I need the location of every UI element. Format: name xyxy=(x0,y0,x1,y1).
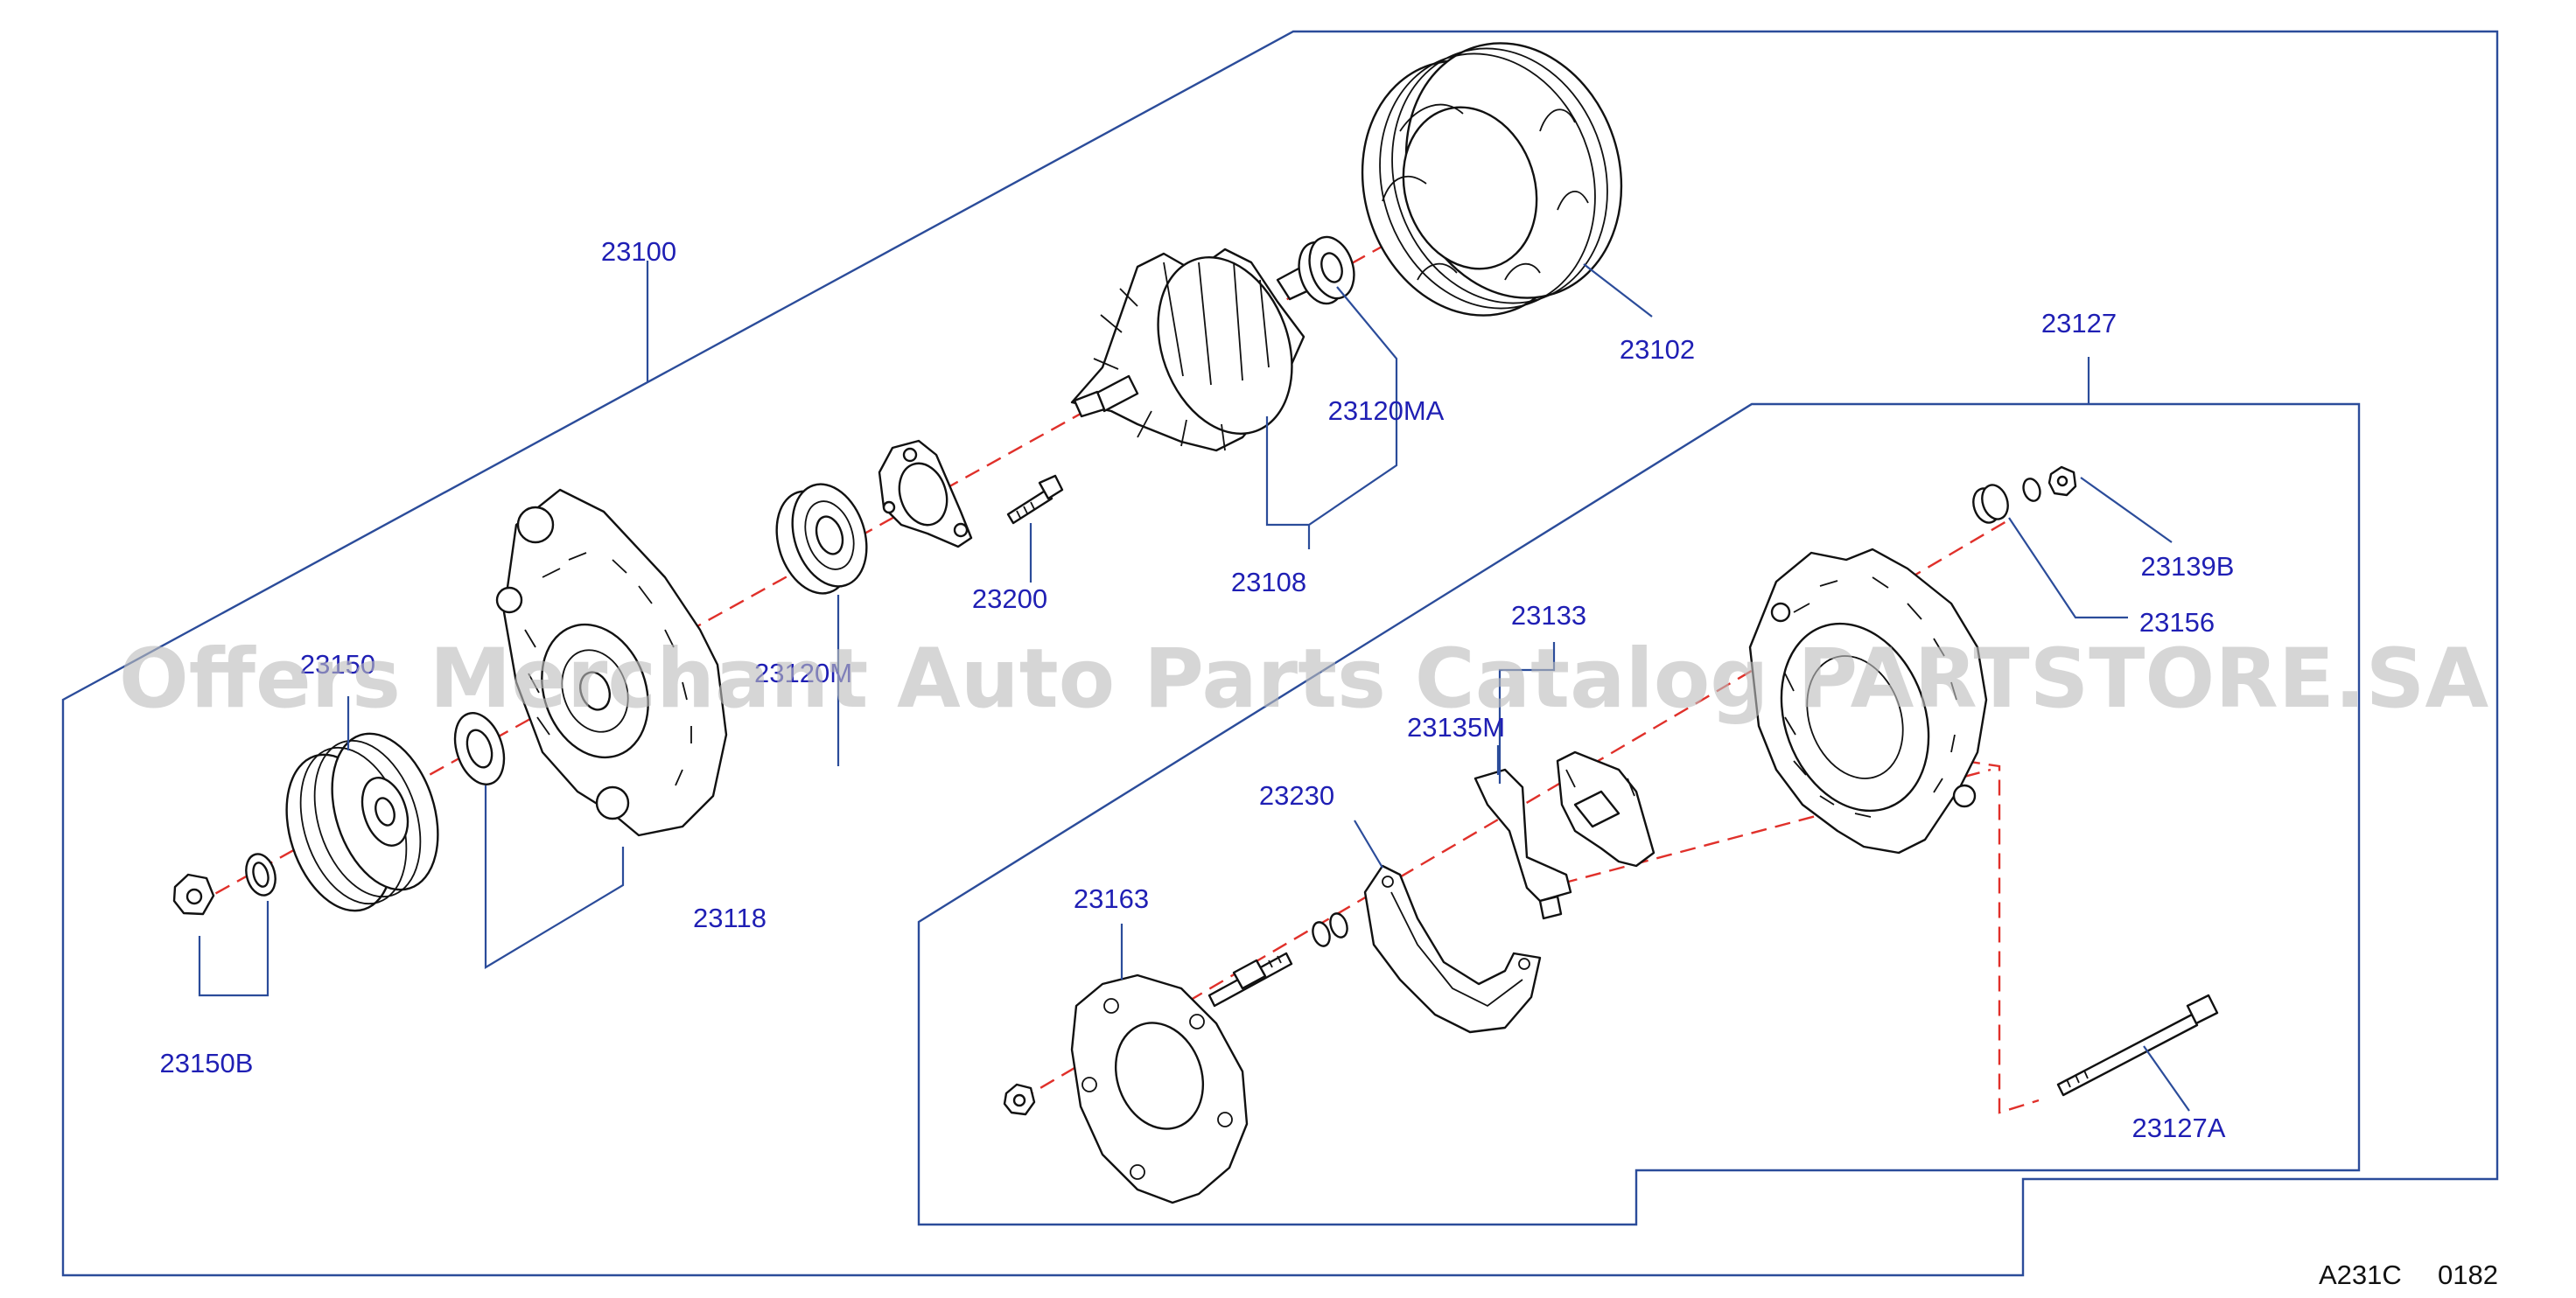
pulley-nut-part xyxy=(172,873,215,916)
through-bolt-part xyxy=(2056,994,2219,1097)
stator-part xyxy=(1361,42,1623,317)
watermark-text: Offers Merchant Auto Parts Catalog PARTS… xyxy=(119,632,2488,727)
pulley-washer-part xyxy=(245,853,276,897)
front-seal-ring-part xyxy=(453,712,506,785)
leader-23127A xyxy=(2143,1045,2190,1112)
callout-23120M[interactable]: 23120M xyxy=(754,658,852,688)
callout-23127A[interactable]: 23127A xyxy=(2132,1113,2226,1143)
callout-23100[interactable]: 23100 xyxy=(601,236,676,267)
pulley-part xyxy=(285,732,439,912)
rear-housing-part xyxy=(1748,548,1988,855)
retainer-screw-part xyxy=(1006,474,1064,525)
assembly-frame-23100 xyxy=(61,30,2499,1277)
callout-23108[interactable]: 23108 xyxy=(1231,567,1306,597)
callout-23120MA[interactable]: 23120MA xyxy=(1328,395,1445,426)
callout-23133[interactable]: 23133 xyxy=(1511,600,1586,631)
assembly-frame-23127 xyxy=(917,402,2361,1226)
leader-23102 xyxy=(1583,263,1653,318)
bearing-retainer-plate-part xyxy=(878,439,973,548)
callout-23139B[interactable]: 23139B xyxy=(2141,551,2235,582)
rectifier-part xyxy=(1363,864,1542,1034)
leader-23139B xyxy=(2080,477,2173,543)
leader-23118 xyxy=(484,785,625,969)
leader-23120MA xyxy=(1336,286,1398,394)
rear-bearing-part xyxy=(1298,235,1355,305)
callout-23135M[interactable]: 23135M xyxy=(1407,712,1505,743)
front-housing-part xyxy=(495,488,728,837)
leader-23150B xyxy=(198,901,270,997)
diagram-sheet: 0182 xyxy=(2438,1260,2498,1290)
diagram-code: A231C xyxy=(2319,1260,2402,1290)
terminal-nut-part xyxy=(1003,1083,1036,1116)
rear-cover-part xyxy=(1070,974,1249,1204)
rotor-part xyxy=(1070,248,1314,452)
through-bolt-guide-line xyxy=(1964,759,2040,1114)
leader-23133 xyxy=(1498,642,1556,784)
callout-23118[interactable]: 23118 xyxy=(693,903,766,933)
callout-23150[interactable]: 23150 xyxy=(300,649,375,680)
callout-23102[interactable]: 23102 xyxy=(1620,334,1695,365)
brush-holder-part xyxy=(1474,768,1572,920)
callout-23150B[interactable]: 23150B xyxy=(160,1048,254,1078)
callout-23200[interactable]: 23200 xyxy=(972,583,1047,614)
callout-23127[interactable]: 23127 xyxy=(2041,308,2117,338)
callout-23163[interactable]: 23163 xyxy=(1074,883,1149,914)
callout-23230[interactable]: 23230 xyxy=(1259,780,1334,811)
terminal-bolt-part xyxy=(1208,952,1293,1008)
terminal-washer-nut-part xyxy=(2022,465,2077,502)
leader-23230 xyxy=(1354,820,1383,869)
callout-23156[interactable]: 23156 xyxy=(2139,607,2215,638)
leader-23156 xyxy=(2008,517,2128,619)
terminal-washer-part xyxy=(1312,912,1348,947)
front-bearing-part xyxy=(775,483,868,595)
terminal-insulator-part xyxy=(1972,484,2009,524)
regulator-part xyxy=(1556,750,1656,868)
